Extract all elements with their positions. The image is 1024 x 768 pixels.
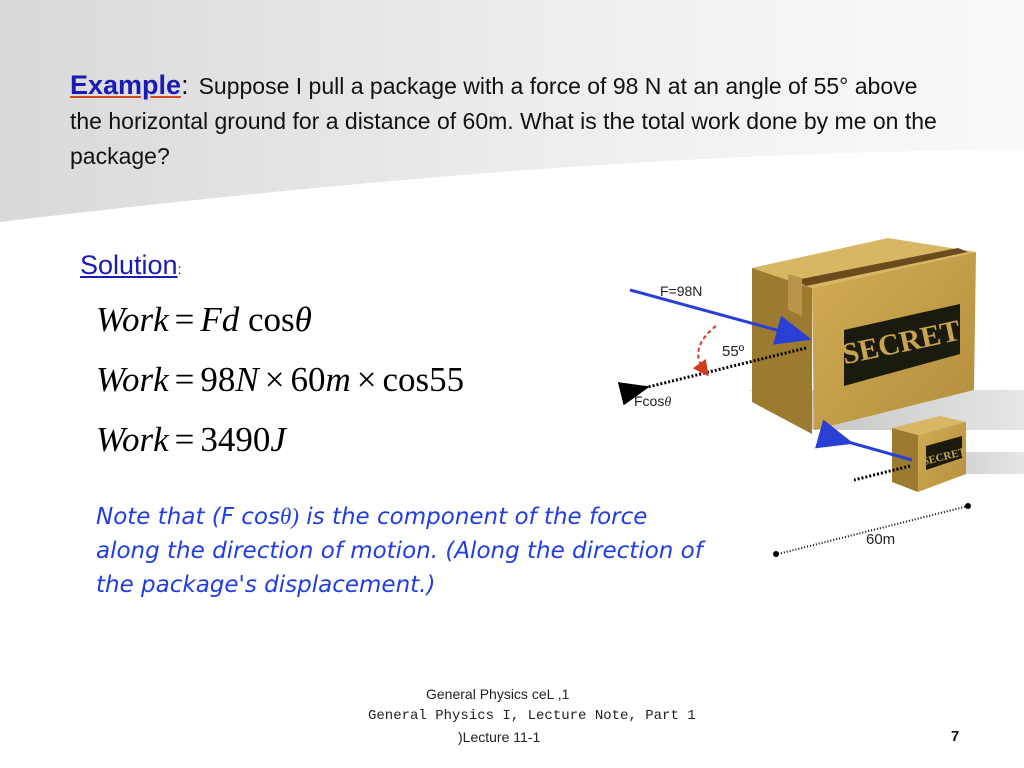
eq2-times-1: × [264,360,285,399]
footer-line-2: General Physics I, Lecture Note, Part 1 [368,708,696,724]
note-part2: is the component of the force along the … [96,504,703,598]
solution-label: Solution [80,250,178,280]
solution-heading: Solution: [80,250,181,281]
problem-question: Suppose I pull a package with a force of… [70,73,937,169]
distance-label: 60m [866,531,895,548]
distance-start-dot [773,551,779,557]
eq3-value: 3490 [200,420,271,459]
eq1-lhs: Work [96,300,169,339]
component-label: Fcosθ [634,393,671,410]
eq3-lhs: Work [96,420,169,459]
equation-work-definition: Work=Fd cosθ [96,300,312,340]
component-note: Note that (F cosθ) is the component of t… [96,500,716,602]
eq2-equals: = [174,360,195,399]
example-colon: : [181,70,189,100]
eq2-times-2: × [356,360,377,399]
eq1-cos: cos [248,300,295,339]
force-label: F=98N [660,283,702,299]
eq2-lhs: Work [96,360,169,399]
eq3-equals: = [174,420,195,459]
small-box: SECRET [892,416,968,492]
small-component-arrow [853,464,911,482]
eq2-force-unit: N [235,360,259,399]
page-number: 7 [951,728,960,745]
small-force-arrow [815,419,913,462]
eq2-cos55: cos55 [382,360,465,399]
eq3-unit: J [270,420,286,459]
eq1-fd: Fd [200,300,240,339]
note-theta: θ) [280,504,299,529]
footer-line-3: )Lecture 11-1 [458,729,541,745]
footer-line-1: General Physics ceL ,1 [426,686,570,702]
note-part1: Note that (F cos [96,504,280,530]
eq1-equals: = [174,300,195,339]
eq2-distance-unit: m [325,360,351,399]
big-box: SECRET [752,238,976,434]
eq2-distance-value: 60 [290,360,326,399]
angle-arc [692,325,717,377]
eq2-force-value: 98 [200,360,236,399]
equation-work-result: Work=3490J [96,420,286,460]
example-heading: Example [70,70,182,100]
angle-label: 55º [722,343,745,360]
force-arrow [629,288,812,345]
problem-statement: Example:Suppose I pull a package with a … [70,68,950,174]
solution-colon: : [177,261,182,277]
force-diagram: SECRET F=98N Fcosθ 55º SECRET 60m [617,238,1024,557]
footer-line-2-text: General Physics I, Lecture Note, Part 1 [368,708,696,724]
eq1-theta: θ [294,300,312,339]
equation-work-substitution: Work=98N×60m×cos55 [96,360,464,400]
distance-end-dot [965,503,971,509]
